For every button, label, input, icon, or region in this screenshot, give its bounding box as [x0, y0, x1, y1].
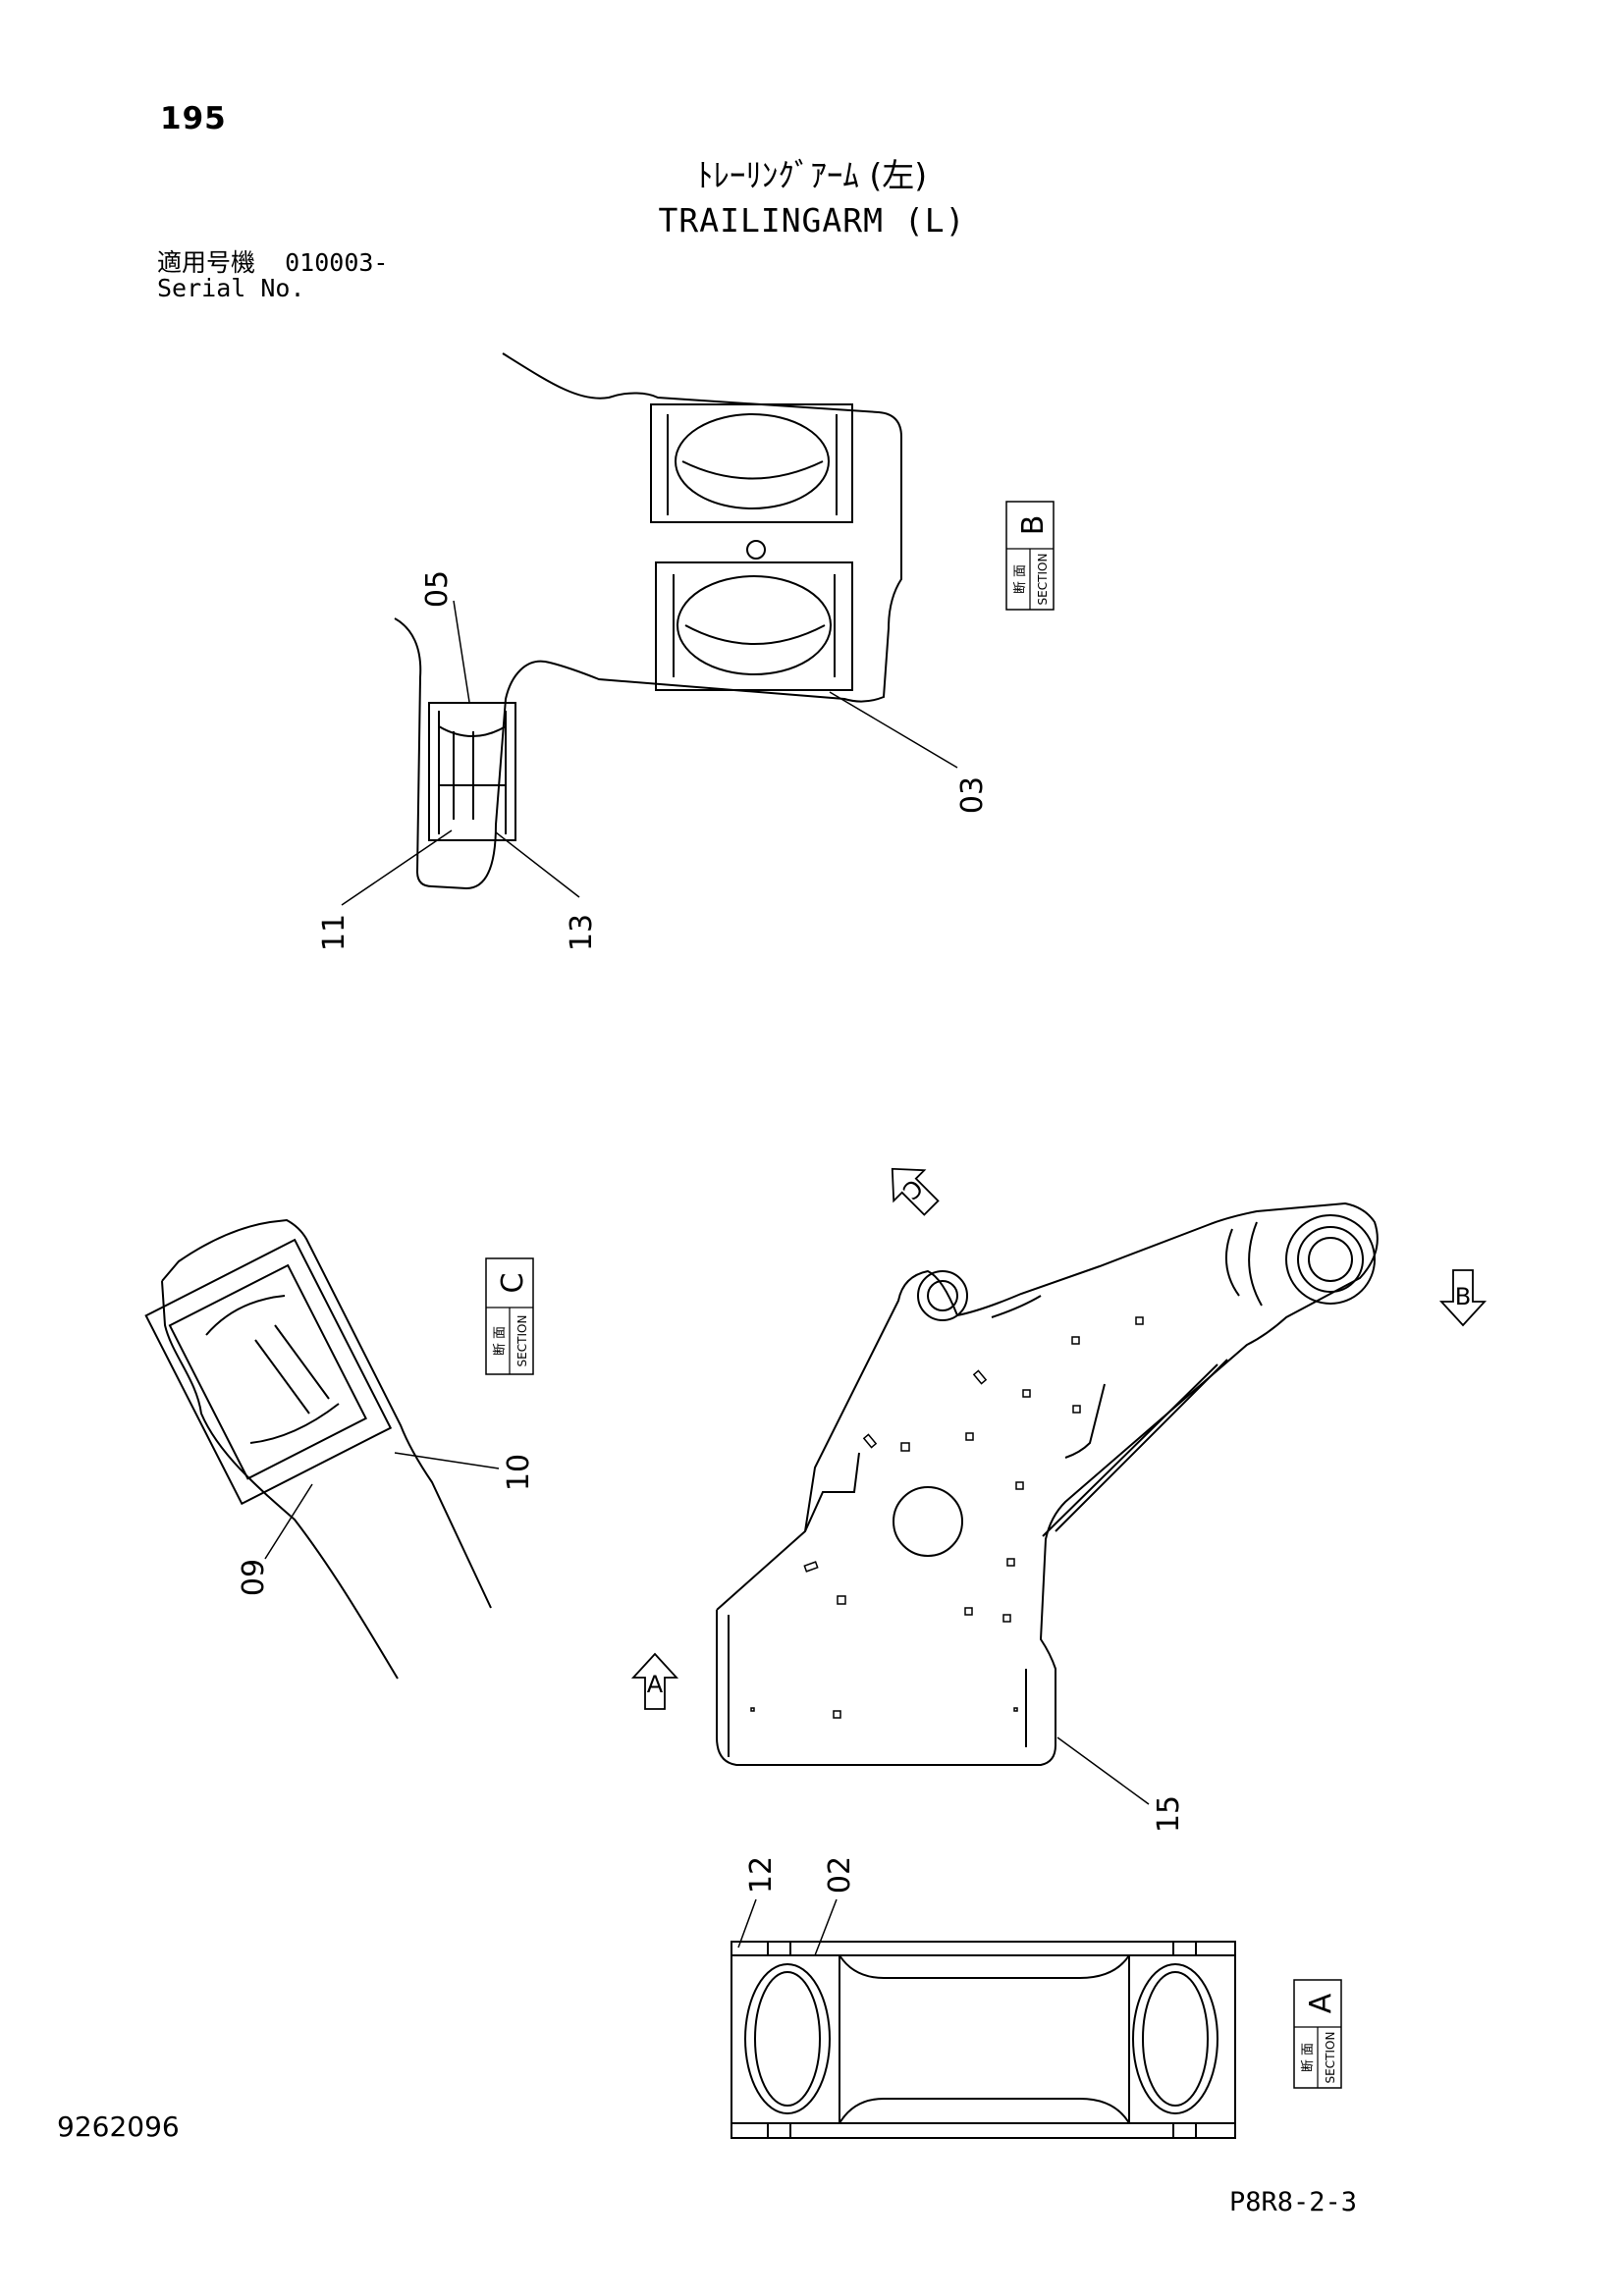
- leader-13: [495, 831, 580, 898]
- leader-02: [814, 1898, 838, 1956]
- section-b-word: SECTION: [1036, 554, 1050, 606]
- bearing-upper-seal: [675, 413, 830, 509]
- section-label-a: 断 面 SECTION A: [1293, 1979, 1342, 2089]
- leader-11: [341, 829, 453, 906]
- bearing-lower-seal: [677, 575, 832, 675]
- section-c-pin: [205, 1295, 340, 1444]
- section-b-outline: [394, 352, 902, 890]
- bearing-lower: [655, 561, 853, 691]
- section-a-right-bushing-inner: [1142, 1971, 1209, 2107]
- section-label-c: 断 面 SECTION C: [485, 1257, 534, 1375]
- doc-number: 9262096: [57, 2110, 180, 2143]
- pin-bush: [428, 702, 516, 841]
- upper-boss-bore: [1308, 1237, 1353, 1282]
- bearing-upper: [650, 403, 853, 523]
- callout-15: 15: [1152, 1795, 1186, 1833]
- page-number: 195: [160, 101, 227, 136]
- leader-12: [737, 1898, 757, 1949]
- callout-02: 02: [823, 1856, 857, 1894]
- view-arrow-b-label: B: [1455, 1283, 1471, 1310]
- section-a-view: [731, 1898, 1236, 2139]
- serial-line-jp: 適用号機 010003-: [157, 250, 388, 276]
- left-boss-inner: [927, 1280, 958, 1311]
- arm-web-line: [728, 1359, 1228, 1757]
- section-a-center-web: [839, 1954, 1130, 2124]
- section-c-view: [144, 1218, 500, 1680]
- section-c-outline: [161, 1218, 492, 1680]
- leader-05: [453, 600, 470, 703]
- trailing-arm-main: [716, 1201, 1379, 1805]
- section-b-letter: B: [1016, 515, 1051, 536]
- callout-12: 12: [744, 1856, 779, 1894]
- section-c-bush: [168, 1263, 367, 1480]
- bolt-marks: [750, 1316, 1144, 1719]
- serial-value: 010003-: [285, 248, 389, 277]
- callout-11: 11: [317, 914, 352, 951]
- pin-bush-cross: [438, 725, 507, 820]
- bearing-upper-seal-inner: [681, 460, 824, 480]
- leader-03: [829, 691, 958, 769]
- center-hole: [893, 1486, 963, 1557]
- page-code: P8R8-2-3: [1229, 2187, 1358, 2217]
- callout-09: 09: [237, 1559, 271, 1596]
- view-arrow-b: B: [1438, 1269, 1488, 1327]
- callout-13: 13: [565, 914, 599, 951]
- view-arrow-c-label: C: [896, 1173, 928, 1204]
- section-c-letter: C: [496, 1273, 530, 1294]
- serial-label-jp: 適用号機: [157, 248, 256, 277]
- section-a-letter: A: [1304, 1993, 1338, 2013]
- title-english: TRAILINGARM (L): [658, 201, 966, 240]
- upper-boss-inner: [1297, 1226, 1364, 1293]
- section-c-word: SECTION: [515, 1315, 529, 1367]
- serial-label-en: Serial No.: [157, 274, 305, 302]
- section-c-housing: [144, 1238, 393, 1506]
- section-a-right-bushing: [1132, 1963, 1218, 2114]
- leader-15: [1056, 1736, 1150, 1805]
- callout-10: 10: [502, 1454, 536, 1491]
- arm-flange-line: [804, 1295, 1106, 1532]
- upper-boss-collar: [1224, 1221, 1263, 1307]
- section-a-kanji: 断 面: [1301, 2043, 1316, 2072]
- grease-hole: [746, 540, 766, 560]
- leader-10: [394, 1452, 500, 1469]
- section-c-kanji: 断 面: [493, 1326, 508, 1356]
- section-a-end-marks: [767, 1942, 1197, 2138]
- section-a-outline: [731, 1941, 1236, 2139]
- section-a-left-bushing: [744, 1963, 831, 2114]
- upper-boss-outer: [1285, 1214, 1376, 1305]
- title-japanese: ﾄﾚｰﾘﾝｸﾞｱｰﾑ (左): [696, 156, 928, 194]
- view-arrow-c: C: [891, 1167, 940, 1216]
- section-a-word: SECTION: [1324, 2032, 1337, 2084]
- section-a-left-bushing-inner: [754, 1971, 821, 2107]
- view-arrow-a: A: [630, 1652, 679, 1710]
- callout-05: 05: [420, 570, 455, 608]
- callout-03: 03: [955, 776, 990, 814]
- bearing-lower-seal-inner: [684, 624, 826, 645]
- section-b-view: [341, 352, 958, 906]
- left-boss-outer: [917, 1270, 968, 1321]
- section-label-b: 断 面 SECTION B: [1005, 501, 1055, 611]
- leader-09: [264, 1483, 313, 1560]
- view-arrow-a-label: A: [647, 1671, 664, 1698]
- arm-body-outline: [716, 1201, 1379, 1766]
- section-b-kanji: 断 面: [1013, 564, 1028, 594]
- serial-block: 適用号機 010003- Serial No.: [157, 250, 388, 301]
